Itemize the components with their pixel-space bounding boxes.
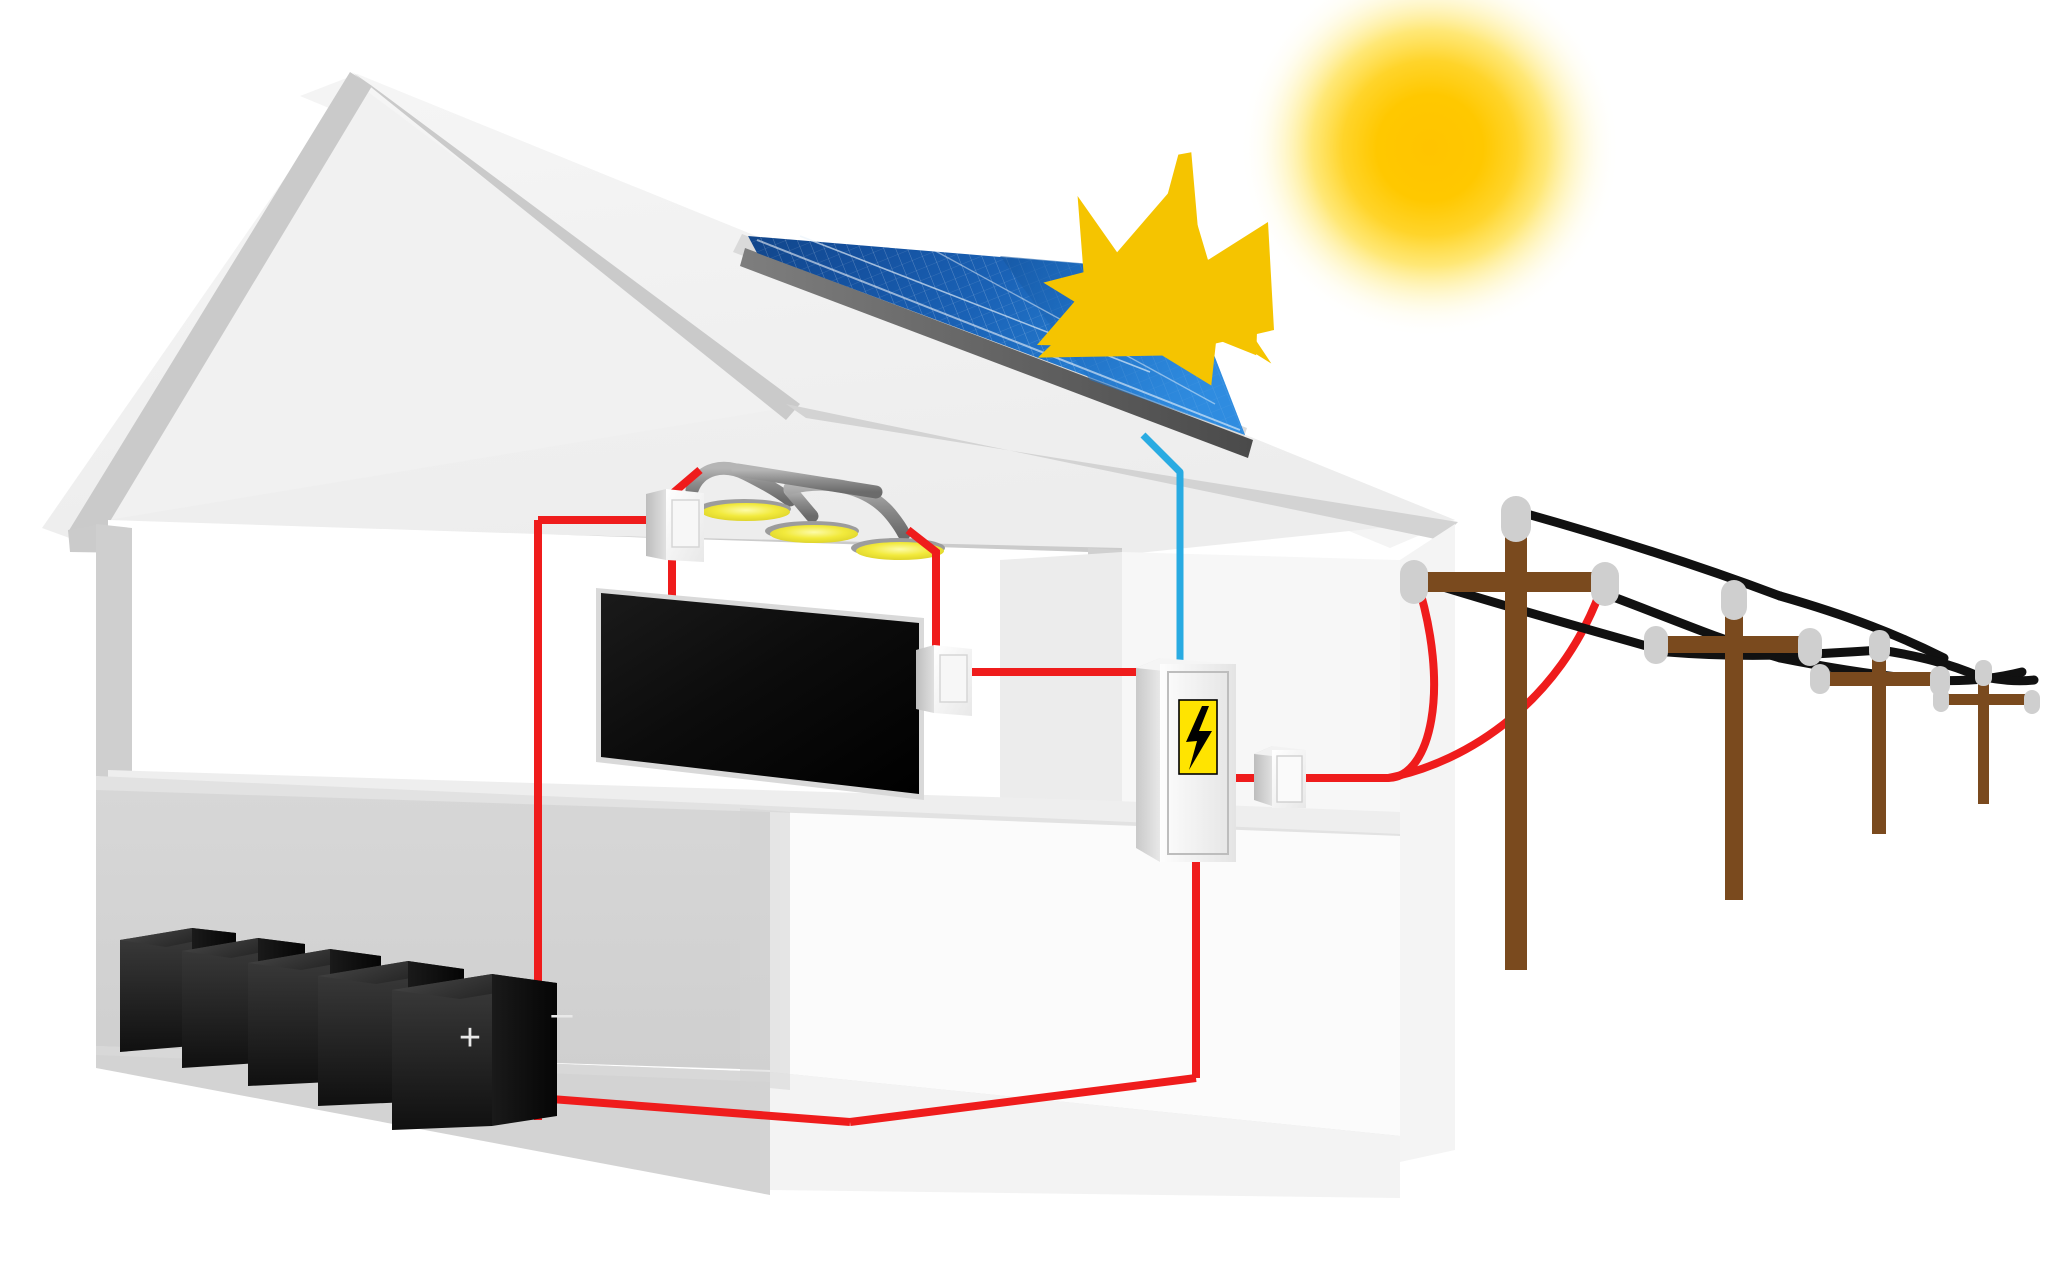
electrical-distribution-panel[interactable] (1136, 658, 1236, 862)
solar-panel-busbar-1 (756, 239, 1241, 431)
cable-lamp-to-switch2 (905, 526, 940, 646)
power-line-top-2 (1775, 591, 1949, 663)
pole-4-insulator-left (1933, 688, 1949, 712)
wall-switch-1-side (646, 489, 666, 560)
battery-positive-terminal-label: + (459, 1017, 481, 1059)
roof-edge-left (68, 72, 372, 538)
utility-pole-line (1400, 496, 2040, 970)
pole-1-mast (1505, 520, 1527, 970)
pole-2-insulator-top (1721, 580, 1747, 620)
roof-eave-right (786, 404, 1458, 540)
battery-cell-5[interactable]: + – (392, 974, 573, 1130)
lower-corner-shade (740, 808, 790, 1090)
pv-dc-cable (1140, 432, 1184, 732)
pole-1-crossarm (1414, 572, 1618, 592)
power-line-mid-3 (1663, 645, 1885, 660)
roof-edge-right (352, 72, 800, 420)
lamp-glow-right (856, 542, 944, 560)
utility-pole-1 (1400, 496, 1619, 970)
pole-4-mast (1978, 672, 1989, 804)
pole-4-insulator-top (1975, 660, 1992, 686)
battery-bank[interactable]: + – (120, 928, 573, 1130)
pole-3-mast (1872, 644, 1886, 834)
meter-box-window (1276, 755, 1303, 803)
lamp-glow-center (770, 525, 858, 543)
solar-panel-frame-front (740, 248, 1253, 458)
battery-front-face (392, 974, 492, 1130)
lower-floor-front-face (770, 812, 1400, 1140)
power-line-top-1 (1515, 507, 1785, 601)
pole-3-insulator-left (1810, 664, 1830, 694)
utility-pole-3 (1810, 630, 1950, 834)
tv-screen (601, 593, 919, 794)
ground-slab-right (770, 1072, 1400, 1198)
house-right-exterior-wall (1400, 524, 1455, 1162)
pole-2-mast (1725, 600, 1743, 900)
pole-4-insulator-right (2024, 690, 2040, 714)
pole-3-insulator-top (1869, 630, 1890, 662)
power-line-low-2 (1875, 645, 1983, 681)
pole-3-insulator-right (1930, 666, 1950, 696)
pole-1-insulator-left (1400, 560, 1428, 604)
wall-switch-2-side (916, 645, 934, 713)
cable-basement-bottom-left (537, 1094, 851, 1126)
lamp-glow-left (702, 503, 790, 521)
pole-4-crossarm (1940, 694, 2032, 705)
battery-front-side (492, 974, 557, 1126)
wall-mounted-television[interactable] (596, 588, 924, 800)
electricity-meter-box[interactable] (1254, 746, 1306, 808)
roof-gable-face (108, 80, 790, 520)
right-room-side-wall (1000, 552, 1122, 830)
pole-1-insulator-right (1591, 562, 1619, 606)
cable-basement-bottom (849, 1074, 1197, 1126)
lamp-arm-spine (731, 463, 883, 499)
battery-negative-terminal-label: – (551, 993, 573, 1035)
pole-2-insulator-right (1798, 628, 1822, 666)
wall-switch-2-rocker[interactable] (939, 654, 968, 703)
wall-switch-1[interactable] (646, 489, 704, 562)
panel-left-side (1136, 658, 1160, 862)
lightning-bolt-icon (1186, 706, 1212, 770)
lamp-arm-center (783, 483, 819, 523)
panel-door-inset (1167, 671, 1229, 855)
wall-switch-1-rocker[interactable] (671, 499, 700, 548)
utility-pole-4 (1933, 660, 2040, 804)
meter-box-side (1254, 746, 1272, 806)
mid-floor-slab-top (108, 770, 1400, 836)
pole-2-crossarm (1654, 636, 1816, 653)
pole-2-insulator-left (1644, 626, 1668, 664)
ceiling-light-fixture[interactable] (685, 461, 945, 560)
wall-switch-2[interactable] (916, 645, 972, 716)
pole-3-crossarm (1818, 672, 1942, 686)
utility-pole-2 (1644, 580, 1822, 900)
pole-1-insulator-top (1501, 496, 1531, 542)
solar-irradiance-arrow (1037, 176, 1274, 348)
sun (1240, 0, 1620, 338)
upper-left-wall-strip (96, 524, 132, 780)
